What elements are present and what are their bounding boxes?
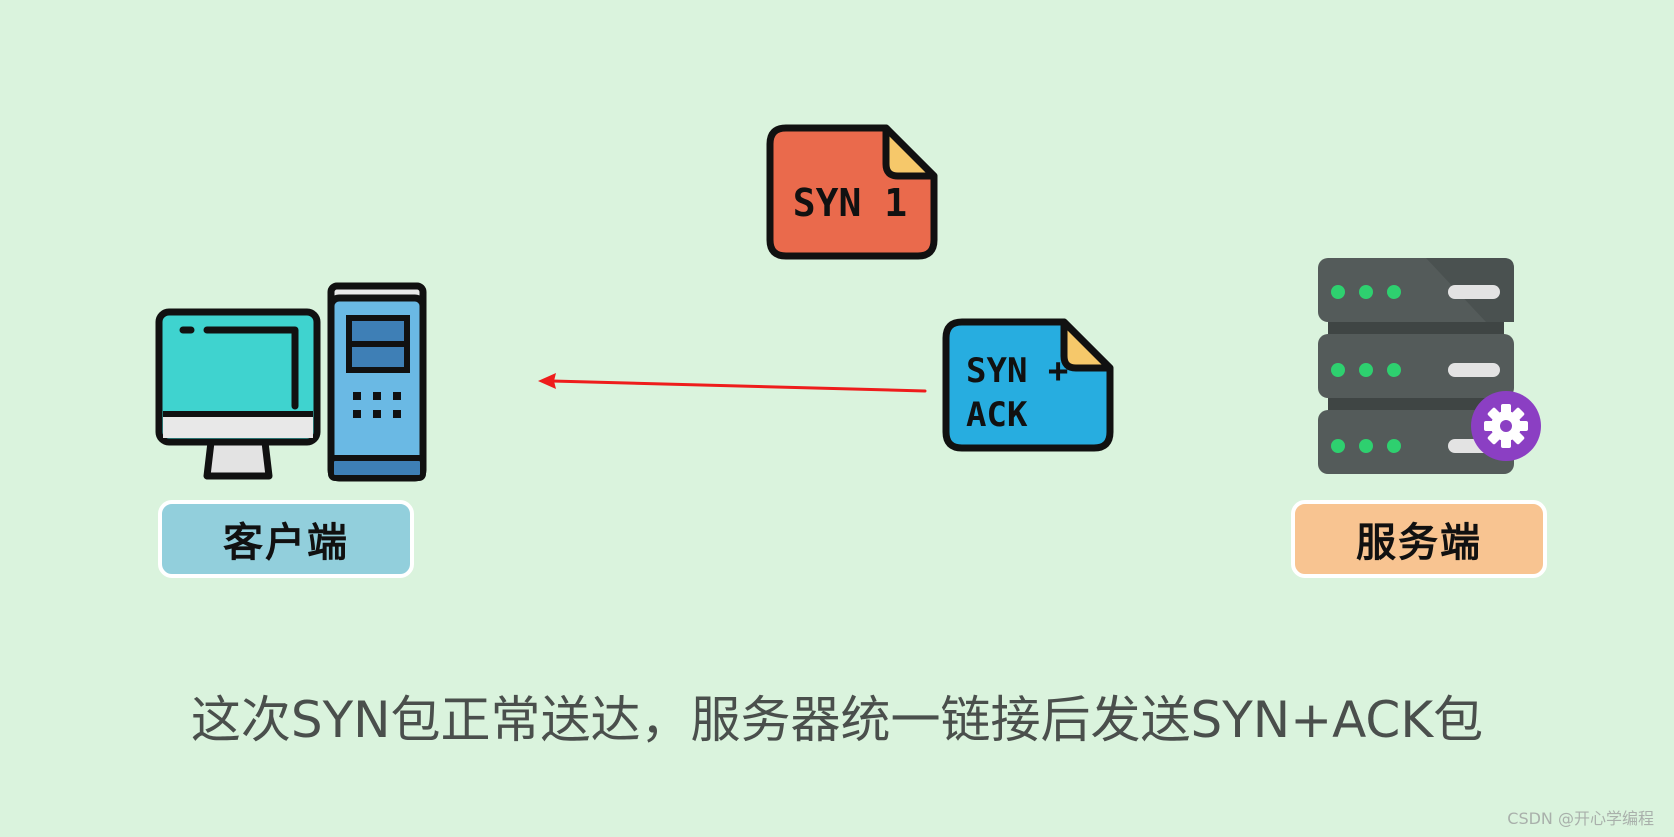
syn-ack-packet-label-line2: ACK	[966, 395, 1028, 435]
syn-ack-packet-icon: SYN + ACK	[942, 318, 1114, 452]
syn-ack-packet-label-line1: SYN +	[966, 351, 1068, 391]
server-label: 服务端	[1291, 500, 1547, 578]
transfer-arrow	[538, 373, 927, 393]
syn-packet-icon: SYN 1	[766, 124, 938, 260]
watermark-text: CSDN @开心学编程	[1507, 809, 1654, 828]
syn-packet-label: SYN 1	[793, 181, 907, 225]
client-label-text: 客户端	[223, 520, 349, 566]
desktop-computer-icon	[155, 282, 427, 482]
server-rack-icon	[1318, 258, 1514, 474]
client-label: 客户端	[158, 500, 414, 578]
gear-icon	[1471, 391, 1541, 461]
caption-text: 这次SYN包正常送达，服务器统一链接后发送SYN+ACK包	[190, 691, 1484, 749]
server-label-text: 服务端	[1356, 520, 1482, 566]
